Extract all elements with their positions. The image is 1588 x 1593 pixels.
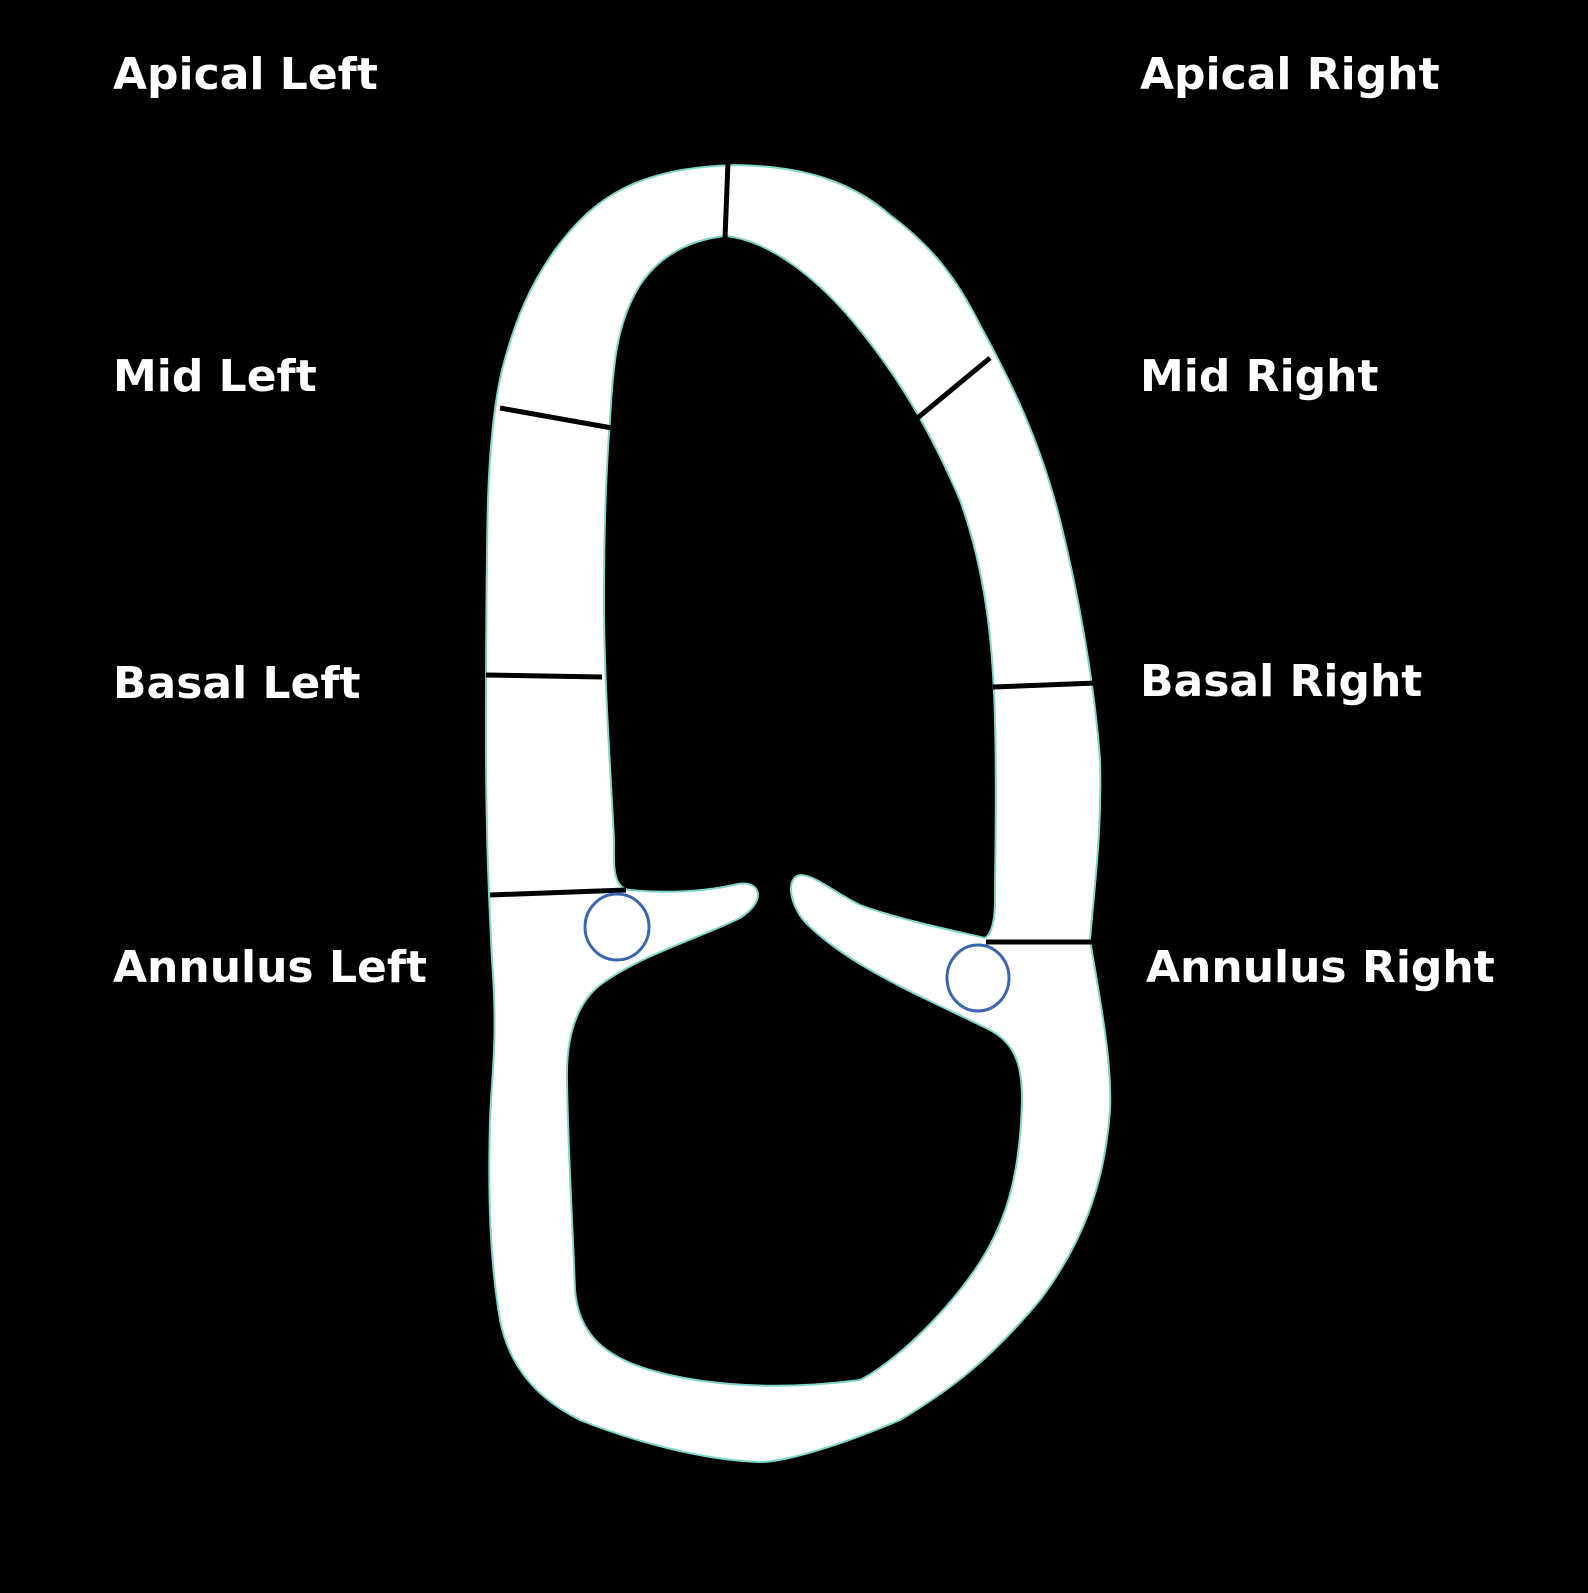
annulus-left-marker [583, 892, 651, 962]
inner-cavity [565, 234, 1024, 1387]
divider-apical [722, 161, 731, 239]
label-basal-left: Basal Left [113, 658, 361, 709]
divider-mid-left [499, 405, 613, 431]
divider-basal-right [992, 680, 1097, 690]
label-mid-left: Mid Left [113, 351, 317, 402]
segment-dividers [485, 161, 1097, 945]
annulus-right-marker [945, 943, 1011, 1013]
label-basal-right: Basal Right [1140, 656, 1423, 707]
label-apical-right: Apical Right [1140, 49, 1440, 100]
label-annulus-right: Annulus Right [1146, 942, 1495, 993]
divider-annulus-left [489, 887, 627, 898]
label-annulus-left: Annulus Left [113, 942, 427, 993]
divider-mid-right [913, 356, 992, 422]
divider-basal-left [485, 672, 603, 680]
label-mid-right: Mid Right [1140, 351, 1379, 402]
label-apical-left: Apical Left [113, 49, 378, 100]
